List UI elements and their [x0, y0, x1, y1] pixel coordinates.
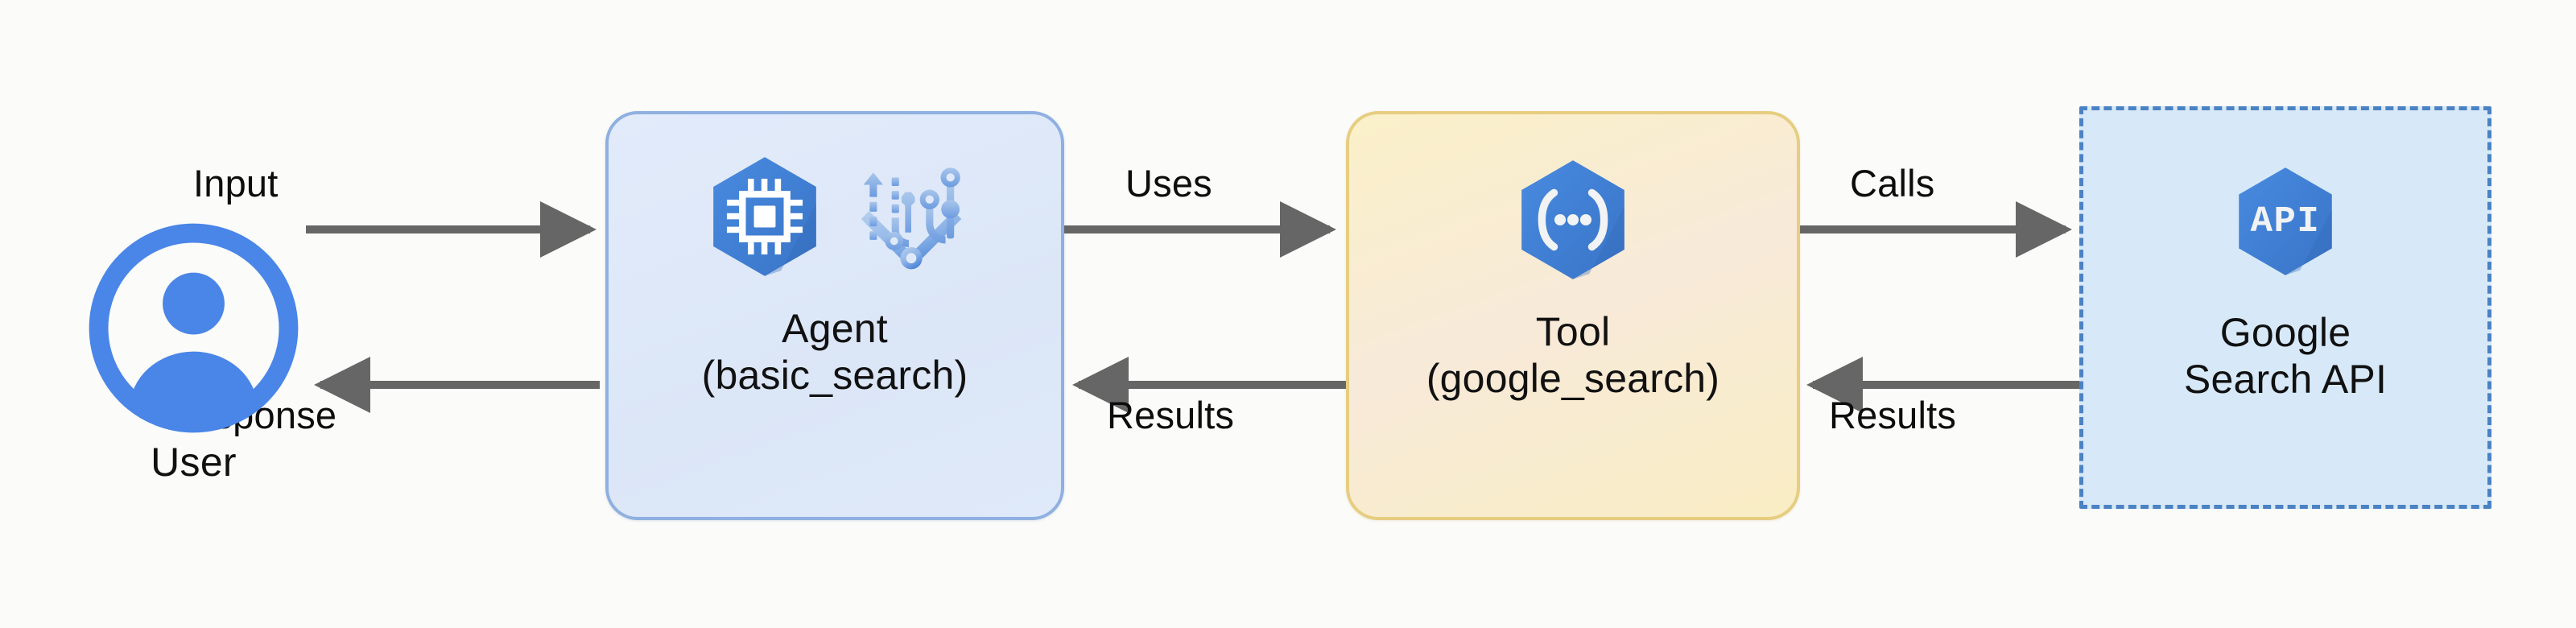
node-tool[interactable]: Tool (google_search) — [1346, 111, 1800, 520]
node-tool-label-line1: Tool — [1535, 309, 1611, 354]
node-tool-caption: Tool (google_search) — [1349, 309, 1797, 402]
edge-label-results-api-to-tool: Results — [1829, 394, 1957, 436]
node-api-label-line1: Google — [2219, 310, 2351, 355]
edge-label-results-tool-to-agent: Results — [1107, 394, 1235, 436]
agent-workflow-icon — [861, 167, 962, 270]
node-agent-label-line2: (basic_search) — [701, 352, 968, 398]
node-tool-label-line2: (google_search) — [1426, 355, 1720, 401]
node-api-caption: Google Search API — [2083, 310, 2487, 403]
node-user[interactable] — [87, 221, 300, 435]
edge-label-calls: Calls — [1850, 162, 1935, 205]
agent-icon-row — [697, 148, 972, 285]
node-agent[interactable]: Agent (basic_search) — [605, 111, 1064, 520]
edge-label-input: Input — [193, 162, 279, 205]
code-braces-hexagon-icon — [1521, 160, 1624, 279]
node-agent-label-line1: Agent — [782, 306, 888, 351]
tool-icon-row — [1505, 151, 1641, 288]
edge-label-uses: Uses — [1125, 162, 1212, 205]
api-hexagon-icon: API — [2239, 167, 2332, 275]
node-google-search-api[interactable]: API Google Search API — [2079, 106, 2491, 509]
api-icon-row: API — [2224, 157, 2347, 286]
node-user-label: User — [151, 440, 237, 485]
api-hexagon-text: API — [2251, 200, 2321, 242]
node-agent-caption: Agent (basic_search) — [609, 306, 1061, 399]
node-api-label-line2: Search API — [2183, 356, 2388, 402]
cpu-hexagon-icon — [713, 157, 816, 276]
user-avatar-icon — [89, 223, 299, 433]
